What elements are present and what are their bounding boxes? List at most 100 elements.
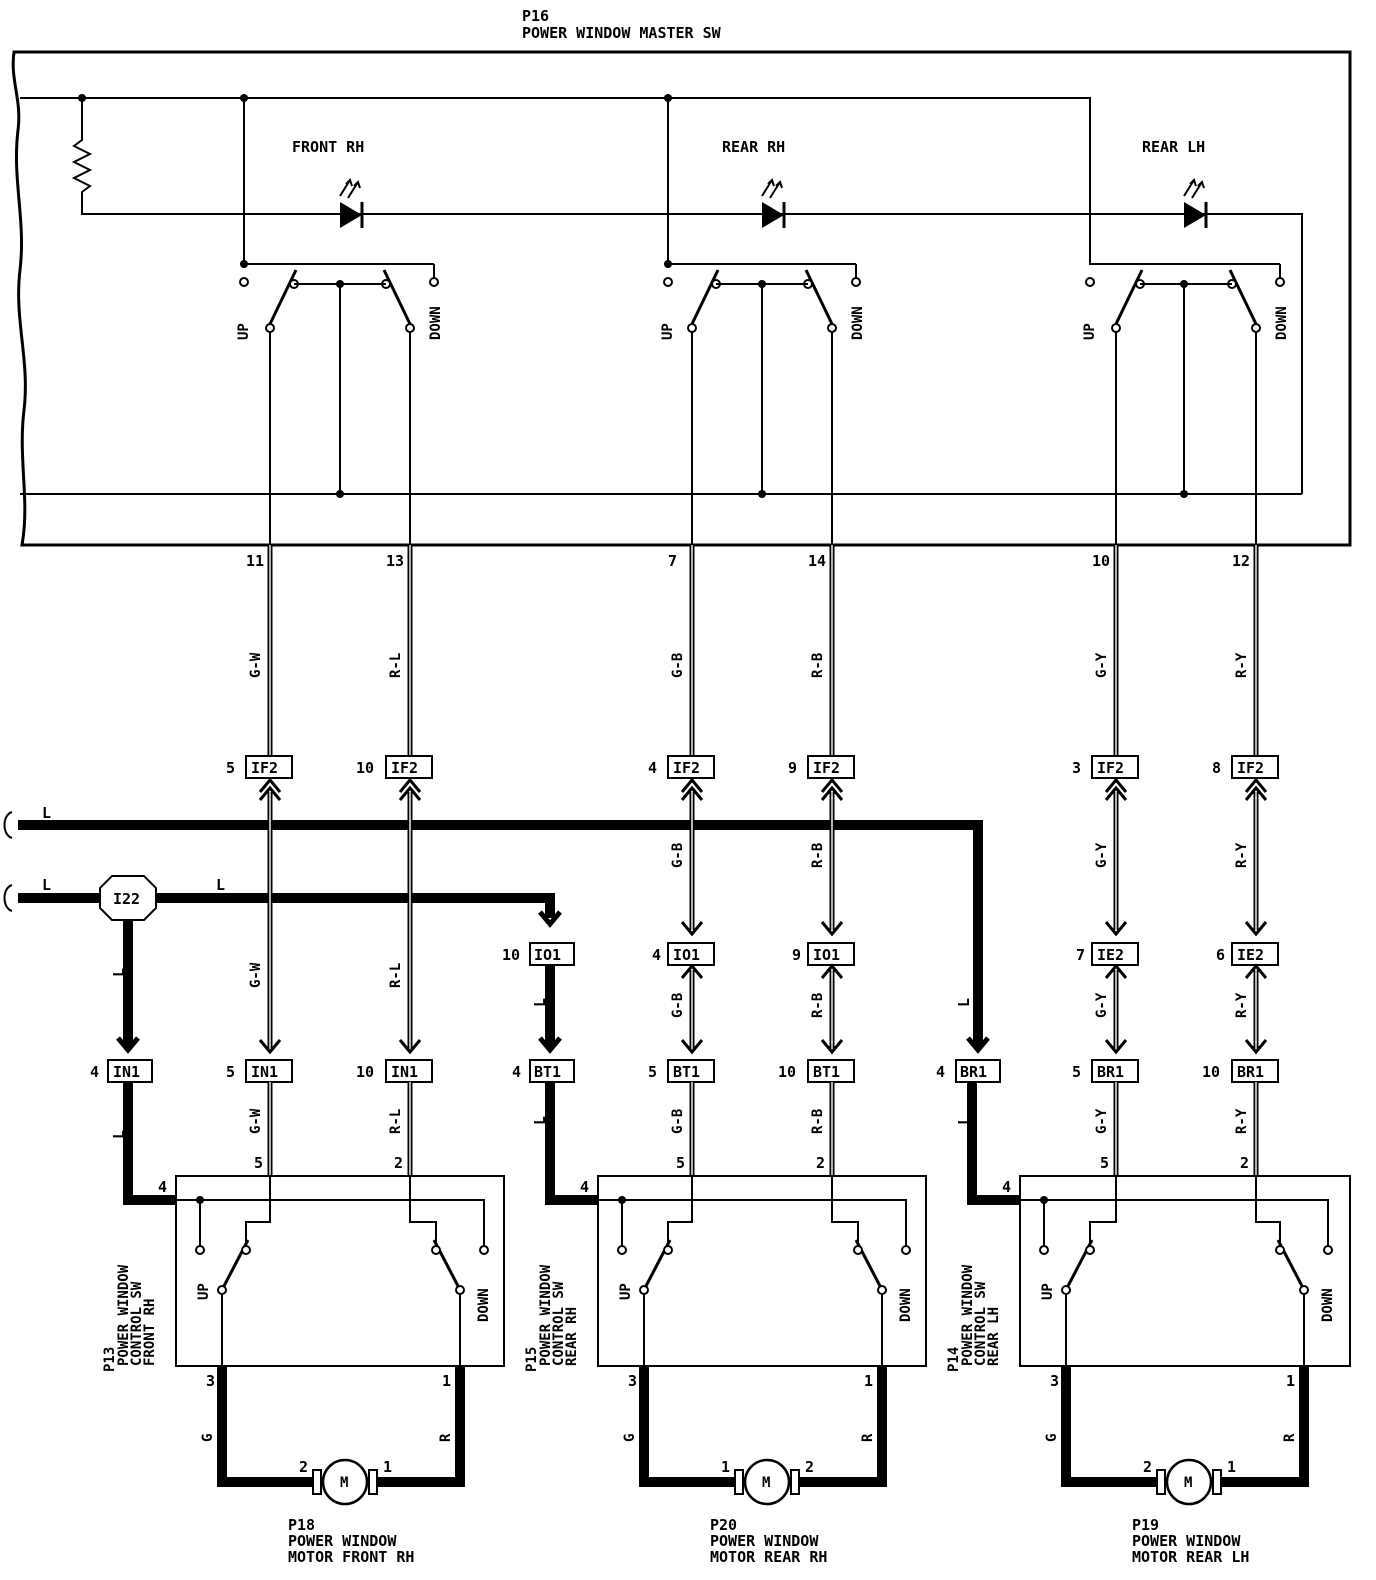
switch-up-label: UP (196, 1283, 212, 1300)
switch-name-line: REAR LH (986, 1307, 1002, 1366)
wire-label: R-B (810, 843, 826, 868)
master-pin: 14 (808, 552, 826, 570)
connector-mid-pin: 4 (652, 946, 661, 964)
connector-low-label: BT1 (673, 1063, 700, 1081)
master-switch-outline (11, 50, 1352, 547)
motor-icon (1165, 1458, 1213, 1506)
connector-if2-label: IF2 (673, 759, 700, 777)
master-pin: 11 (246, 552, 264, 570)
feed-buses: L L L I22 L (3, 804, 990, 1054)
connector-if2-label: IF2 (1097, 759, 1124, 777)
switch-pin: 2 (1240, 1154, 1249, 1172)
rrh-feed-mid-label: L (531, 998, 549, 1007)
wire-label: G-Y (1094, 992, 1110, 1018)
wire-label: G-B (670, 843, 686, 868)
wire-label: G-W (248, 962, 264, 988)
motor-left-wire: G (200, 1434, 216, 1442)
connector-mid-label: IO1 (673, 946, 700, 964)
rlh-feed-sw-pin: 4 (1002, 1178, 1011, 1196)
connector-if2-pin: 8 (1212, 759, 1221, 777)
switch-name-line: CONTROL SW (973, 1281, 989, 1366)
connector-low-pin: 10 (1202, 1063, 1220, 1081)
frh-feed-lower-label: L (110, 1130, 128, 1139)
splice-label: I22 (113, 890, 140, 908)
frh-feed-vert-label: L (110, 968, 128, 977)
switch-down-label: DOWN (898, 1288, 914, 1322)
connector-if2-pin: 9 (788, 759, 797, 777)
connector-low-pin: 5 (226, 1063, 235, 1081)
feed-connectors: IN1 4 L 4 IO1 10 L BT1 4 L 4 L BR1 4 L 4 (90, 942, 1020, 1205)
motor-right-pin: 1 (864, 1372, 873, 1390)
motor-name-line: POWER WINDOW (288, 1532, 397, 1550)
switch-up-label: UP (1040, 1283, 1056, 1300)
connector-if2 (1231, 755, 1279, 779)
master-pin: 13 (386, 552, 404, 570)
bus-break-icon (3, 811, 13, 839)
wire-label: R-L (388, 1109, 404, 1134)
rlh-feed-mid-label: L (955, 998, 973, 1007)
motor-symbol: M (1184, 1475, 1192, 1491)
connector-mid-label: IE2 (1237, 946, 1264, 964)
channel-label-rlh: REAR LH (1142, 138, 1205, 156)
master-switch-id: P16 (522, 7, 549, 25)
connector-low-pin: 5 (648, 1063, 657, 1081)
motor-right-pin: 1 (1286, 1372, 1295, 1390)
channel-label-frh: FRONT RH (292, 138, 364, 156)
motor-symbol: M (762, 1475, 770, 1491)
switch-id: P14 (946, 1347, 962, 1372)
connector-mid-pin: 9 (792, 946, 801, 964)
channel-wiring-rrh: 7G-BIF24G-BIO14G-BBT15G-B514R-BIF29R-BIO… (648, 332, 855, 1176)
led-icon-rear-lh (1183, 178, 1208, 228)
led-icon-rear-rh (761, 178, 786, 228)
connector-mid-label: IO1 (813, 946, 840, 964)
motor-name-line: MOTOR REAR LH (1132, 1548, 1249, 1566)
rlh-feed-lower-wire (967, 1082, 1020, 1205)
motor-name-line: POWER WINDOW (1132, 1532, 1241, 1550)
switch-up-label: UP (618, 1283, 634, 1300)
switch-down-label: DOWN (1320, 1288, 1336, 1322)
connector-low-label: BR1 (1097, 1063, 1124, 1081)
motor-name-line: MOTOR REAR RH (710, 1548, 827, 1566)
master-top-bus (20, 97, 1091, 260)
arrow-icon (116, 1036, 140, 1054)
arrow-icon (966, 1036, 990, 1054)
wire-label: G-W (248, 1108, 264, 1134)
wire-label: G-B (670, 993, 686, 1018)
motor-id: P18 (288, 1516, 315, 1534)
connector-frh-feed-label: IN1 (113, 1063, 140, 1081)
switch-pin: 5 (254, 1154, 263, 1172)
switch-down-label: DOWN (476, 1288, 492, 1322)
wire-label: G-B (670, 1109, 686, 1134)
connector-rrh-feed-top-pin: 10 (502, 946, 520, 964)
motor-id: P19 (1132, 1516, 1159, 1534)
wire-label: R-Y (1234, 992, 1250, 1018)
motor-left-pin: 3 (206, 1372, 215, 1390)
master-switch-name: POWER WINDOW MASTER SW (522, 24, 722, 42)
connector-rlh-feed-pin: 4 (936, 1063, 945, 1081)
connector-low-pin: 10 (778, 1063, 796, 1081)
connector-mid-label: IE2 (1097, 946, 1124, 964)
master-pin: 10 (1092, 552, 1110, 570)
rlh-feed-lower-label: L (955, 1116, 973, 1125)
motor-left-wire: G (1044, 1434, 1060, 1442)
connector-rlh-feed (955, 1059, 1001, 1083)
connector-if2 (807, 755, 855, 779)
upper-feed-bus (18, 820, 983, 1046)
motor-left-pin: 3 (628, 1372, 637, 1390)
wire-label: G-Y (1094, 652, 1110, 678)
arrow-icon (538, 910, 562, 928)
lower-feed-bus (18, 893, 555, 918)
resistor-icon (71, 98, 1303, 494)
lower-feed-label-2: L (216, 876, 225, 894)
motor-pin: 2 (805, 1458, 814, 1476)
connector-low-label: IN1 (391, 1063, 418, 1081)
motor-name-line: POWER WINDOW (710, 1532, 819, 1550)
wire-label: G-W (248, 652, 264, 678)
motor-pin: 1 (1227, 1458, 1236, 1476)
connector-if2 (1091, 755, 1139, 779)
switch-name-line: POWER WINDOW (116, 1264, 132, 1366)
